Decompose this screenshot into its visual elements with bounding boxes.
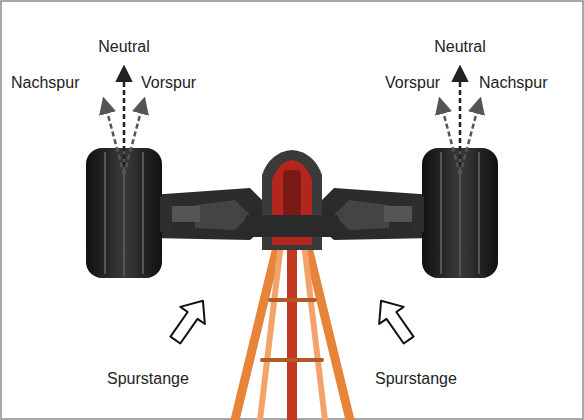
- part-label: Spurstange: [106, 370, 190, 388]
- chassis-center: [245, 150, 339, 250]
- toe-arrows: [104, 68, 480, 175]
- toe-label: Nachspur: [10, 74, 80, 92]
- toe-label: Nachspur: [478, 74, 548, 92]
- tie-rod-pointers: [163, 292, 421, 349]
- toe-label: Vorspur: [140, 74, 197, 92]
- left-wheel: [86, 148, 172, 278]
- right-wheel: [412, 148, 498, 278]
- toe-label: Vorspur: [384, 74, 441, 92]
- toe-label: Neutral: [97, 38, 151, 56]
- spring-rods: [235, 235, 350, 420]
- part-label: Spurstange: [374, 370, 458, 388]
- toe-label: Neutral: [433, 38, 487, 56]
